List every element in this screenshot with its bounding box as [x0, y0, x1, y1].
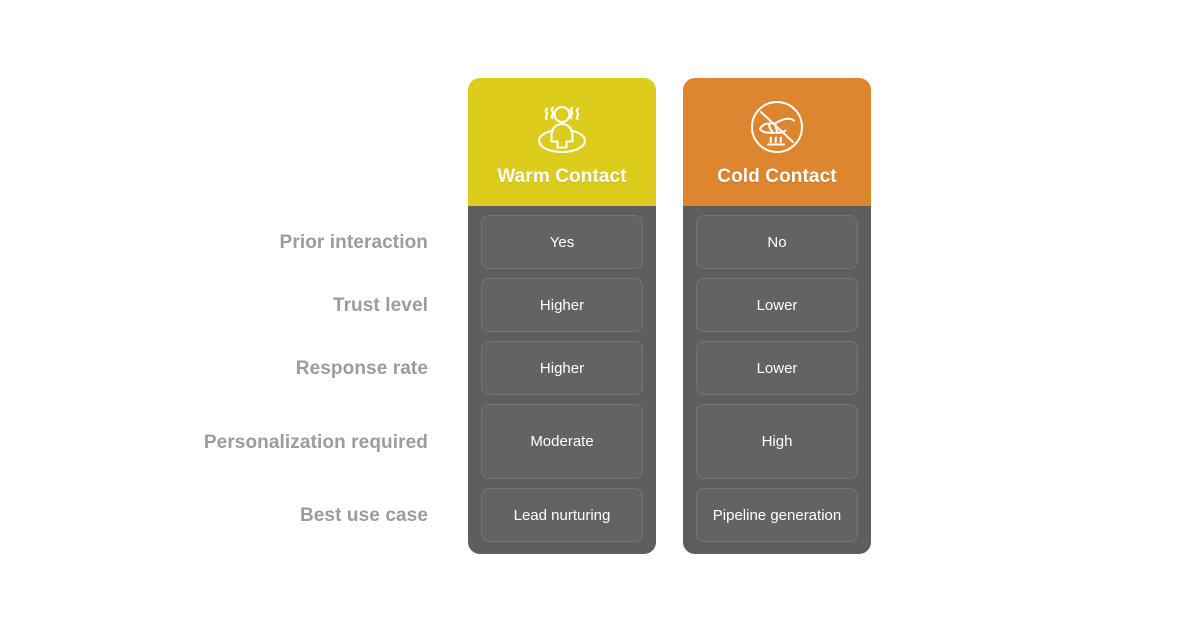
cell-cold-personalization-required: High — [696, 404, 858, 479]
cell-warm-trust-level: Higher — [481, 278, 643, 332]
cell-cold-prior-interaction: No — [696, 215, 858, 269]
column-warm-contact: Warm Contact Yes Higher Higher Moderate … — [468, 78, 656, 554]
cell-warm-best-use-case: Lead nurturing — [481, 488, 643, 542]
cell-warm-prior-interaction: Yes — [481, 215, 643, 269]
cell-warm-personalization-required: Moderate — [481, 404, 643, 479]
cell-cold-response-rate: Lower — [696, 341, 858, 395]
column-title-cold: Cold Contact — [717, 166, 837, 187]
cell-cold-trust-level: Lower — [696, 278, 858, 332]
row-label-best-use-case: Best use case — [299, 505, 428, 526]
column-header-warm: Warm Contact — [468, 78, 656, 206]
cell-cold-best-use-case: Pipeline generation — [696, 488, 858, 542]
column-cold-contact: Cold Contact No Lower Lower High Pipelin… — [683, 78, 871, 554]
row-label-trust-level: Trust level — [332, 295, 428, 316]
column-body-cold: No Lower Lower High Pipeline generation — [683, 206, 871, 554]
column-header-cold: Cold Contact — [683, 78, 871, 206]
person-heat-waves-icon — [530, 96, 594, 158]
row-label-personalization-required: Personalization required — [203, 431, 428, 453]
column-body-warm: Yes Higher Higher Moderate Lead nurturin… — [468, 206, 656, 554]
column-title-warm: Warm Contact — [497, 166, 627, 187]
row-label-response-rate: Response rate — [295, 358, 428, 379]
row-label-prior-interaction: Prior interaction — [279, 232, 428, 253]
hand-over-cold-waves-icon — [745, 96, 809, 158]
cell-warm-response-rate: Higher — [481, 341, 643, 395]
row-label-column: Prior interaction Trust level Response r… — [180, 216, 428, 552]
